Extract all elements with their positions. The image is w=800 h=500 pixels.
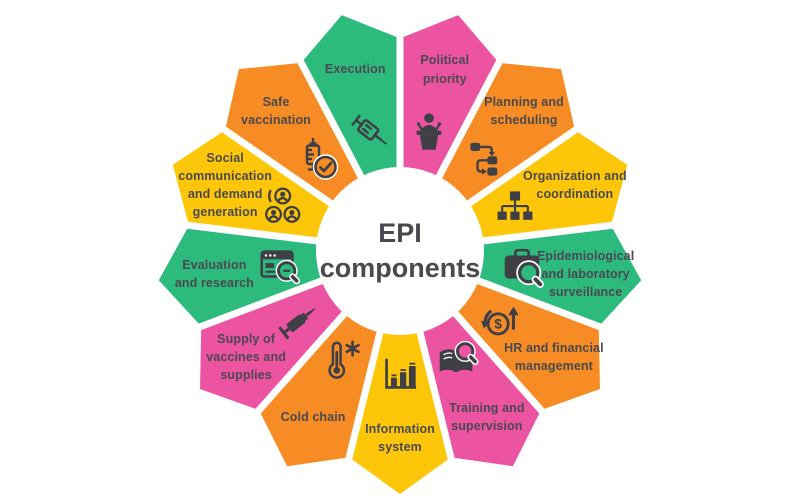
petal-epidemiological-and-laboratory-surveillance xyxy=(457,228,642,324)
petal-supply-of-vaccines-and-supplies xyxy=(200,275,358,409)
petal-planning-and-scheduling xyxy=(430,63,575,215)
center-circle xyxy=(316,167,484,335)
petal-information-system xyxy=(352,310,448,494)
petal-cold-chain xyxy=(260,298,383,467)
petal-execution xyxy=(303,15,397,197)
petal-political-priority xyxy=(403,15,497,197)
petal-organization-and-coordination xyxy=(451,132,628,241)
diagram-title: EPI components xyxy=(319,217,481,283)
petal-hr-and-financial-management xyxy=(442,275,600,409)
petal-training-and-supervision xyxy=(417,298,540,467)
petal-evaluation-and-research xyxy=(158,228,343,324)
petal-social-communication-and-demand-generation xyxy=(172,132,349,241)
